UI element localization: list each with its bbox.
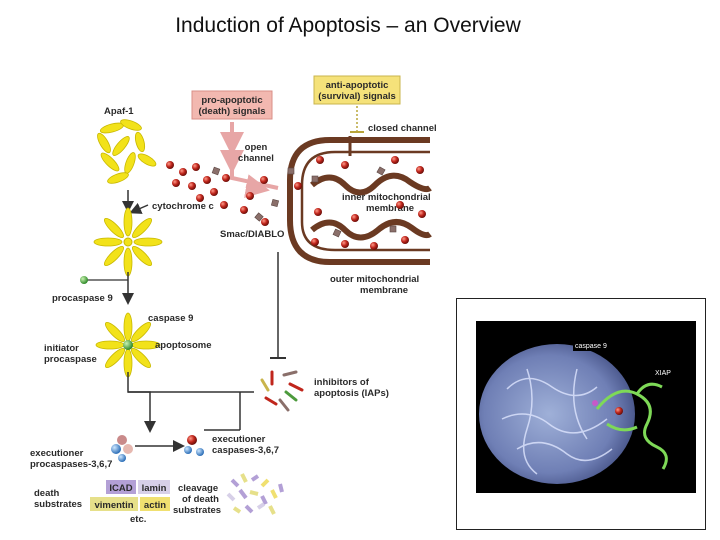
anti-apoptotic-label-1: anti-apoptotic <box>326 80 389 91</box>
closed-channel-label: closed channel <box>368 123 437 134</box>
anti-apoptotic-label-2: (survival) signals <box>318 91 396 102</box>
pro-apoptotic-label-1: pro-apoptotic <box>201 95 262 106</box>
structure-inset-frame: caspase 9 XIAP <box>456 298 706 530</box>
death-substrates-label-1: death <box>34 488 60 499</box>
executioner-pro-label-2: procaspases-3,6,7 <box>30 459 112 470</box>
page-title: Induction of Apoptosis – an Overview <box>175 14 521 37</box>
active-site <box>592 400 598 406</box>
etc-label: etc. <box>130 514 146 525</box>
executioner-procaspases <box>111 435 133 462</box>
initiator-label-1: initiator <box>44 343 79 354</box>
apaf1-monomers <box>97 119 157 184</box>
executioner-pro-label-1: executioner <box>30 448 84 459</box>
executioner-caspases-label-1: executioner <box>212 434 266 445</box>
mitochondrion <box>287 137 432 265</box>
open-channel-label-1: open <box>245 142 268 153</box>
anti-apoptotic-box <box>313 75 401 105</box>
cleaved-fragments <box>226 473 284 515</box>
wheel-hub <box>123 237 133 247</box>
caspase9-tag: caspase 9 <box>575 343 607 350</box>
cytochrome-c-label: cytochrome c <box>152 201 214 212</box>
xiap-tag: XIAP <box>655 370 671 377</box>
iaps-label-1: inhibitors of <box>314 377 370 388</box>
apaf1-heptamer-wheel <box>93 207 163 277</box>
executioner-caspases <box>184 435 204 456</box>
apoptosome-caspase9 <box>123 340 133 350</box>
initiator-label-2: procaspase <box>44 354 97 365</box>
cleavage-label-2: of death <box>182 494 219 505</box>
cleavage-label-1: cleavage <box>178 483 218 494</box>
vimentin-box <box>90 497 138 511</box>
icad-box <box>106 480 136 494</box>
pro-apoptotic-arrows <box>220 122 279 198</box>
iaps-label-2: apoptosis (IAPs) <box>314 388 389 399</box>
smac-diablo-molecules <box>211 166 397 238</box>
xiap-zinc <box>615 407 623 415</box>
pro-apoptotic-label-2: (death) signals <box>198 106 265 117</box>
lamin-box <box>138 480 170 494</box>
actin-box <box>140 497 170 511</box>
lamin-label: lamin <box>142 483 167 494</box>
pro-apoptotic-box <box>191 90 273 120</box>
iap-molecules <box>260 370 304 412</box>
executioner-caspases-label-2: caspases-3,6,7 <box>212 445 279 456</box>
actin-label: actin <box>144 500 166 511</box>
arrow-cytc-to-wheel <box>129 202 149 214</box>
procaspase9-ball <box>80 276 88 284</box>
outer-membrane-label-1: outer mitochondrial <box>330 274 419 285</box>
apoptosome-label: apoptosome <box>155 340 211 351</box>
outer-membrane-label-2: membrane <box>360 285 408 296</box>
apaf1-label: Apaf-1 <box>104 106 134 117</box>
open-channel-label-2: channel <box>238 153 274 164</box>
icad-label: ICAD <box>109 483 132 494</box>
caspase9-tag-box <box>573 339 617 351</box>
procaspase9-label: procaspase 9 <box>52 293 113 304</box>
arrow-apoptosome-to-caspases <box>127 372 156 433</box>
caspase9-ribbon <box>501 368 613 475</box>
xiap-ribbon <box>595 382 668 470</box>
inner-membrane-label-1: inner mitochondrial <box>342 192 431 203</box>
cytochrome-c-molecules <box>166 156 426 250</box>
caspase9-label: caspase 9 <box>148 313 193 324</box>
structure-inset: caspase 9 XIAP <box>476 321 696 493</box>
death-substrates-label-2: substrates <box>34 499 82 510</box>
vimentin-label: vimentin <box>94 500 133 511</box>
cleavage-label-3: substrates <box>173 505 221 516</box>
smac-diablo-label: Smac/DIABLO <box>220 229 284 240</box>
inner-membrane-label-2: membrane <box>366 203 414 214</box>
caspase9-surface <box>479 344 635 484</box>
